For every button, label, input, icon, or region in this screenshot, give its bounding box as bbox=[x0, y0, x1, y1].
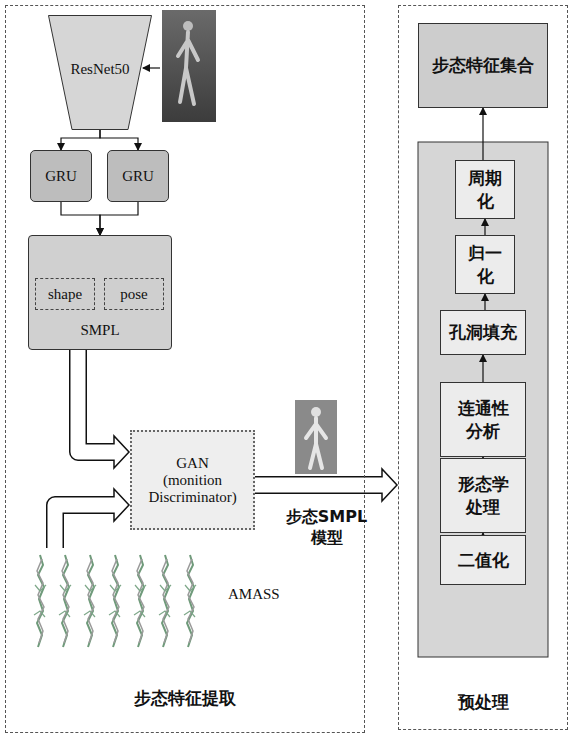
box-label: GRU bbox=[122, 168, 154, 185]
process-box: 连通性分析 bbox=[440, 382, 526, 457]
box-label: 二值化 bbox=[458, 549, 509, 571]
flow-arrow bbox=[484, 219, 485, 235]
dashed-panel: 步态特征提取 ResNet50GRU GRU SMPL shape poseGAN (mo… bbox=[5, 5, 365, 733]
flow-arrow bbox=[484, 294, 485, 310]
process-box: 二值化 bbox=[440, 535, 526, 585]
flow-arrow bbox=[61, 130, 100, 150]
box-label: GRU bbox=[45, 168, 77, 185]
flow-arrow bbox=[61, 202, 100, 235]
input-photo bbox=[162, 10, 216, 122]
block-arrow bbox=[255, 469, 397, 501]
box-label: 归一化 bbox=[460, 242, 510, 286]
process-group-box bbox=[418, 142, 548, 657]
process-box: 形态学处理 bbox=[440, 458, 526, 533]
gru-box: GRU bbox=[30, 150, 92, 202]
process-box: 孔洞填充 bbox=[440, 310, 526, 355]
model-label: SMPL bbox=[29, 322, 171, 339]
box-label: 形态学处理 bbox=[453, 473, 513, 517]
box-label: 周期化 bbox=[460, 167, 510, 211]
amass-block-arrow bbox=[55, 489, 129, 549]
discriminator-box: GAN (monition Discriminator) bbox=[130, 430, 255, 530]
network-label: ResNet50 bbox=[48, 61, 152, 78]
network-trapezoid: ResNet50 bbox=[48, 15, 152, 130]
flow-arrow bbox=[482, 108, 483, 160]
dashed-panel: 预处理 步态特征集合周期化归一化孔洞填充连通性分析形态学处理二值化 bbox=[398, 5, 568, 730]
flow-arrow bbox=[100, 202, 138, 235]
box-label: 连通性分析 bbox=[453, 397, 513, 441]
gru-box: GRU bbox=[107, 150, 169, 202]
param-box: shape bbox=[35, 278, 95, 310]
param-box: pose bbox=[104, 278, 164, 310]
box-label: 孔洞填充 bbox=[449, 321, 517, 343]
block-arrow bbox=[78, 350, 129, 468]
amass-figures bbox=[34, 555, 196, 647]
smpl-photo bbox=[295, 400, 337, 474]
box-label: shape bbox=[48, 286, 82, 303]
flow-arrow bbox=[482, 355, 483, 382]
process-box: 周期化 bbox=[455, 160, 515, 219]
output-box: 步态特征集合 bbox=[418, 23, 548, 108]
box-label: 步态特征集合 bbox=[432, 54, 534, 76]
process-box: 归一化 bbox=[455, 235, 515, 294]
panel-heading: 步态特征提取 bbox=[6, 687, 364, 710]
model-box: SMPL shape pose bbox=[28, 235, 172, 350]
box-label: pose bbox=[120, 286, 148, 303]
dataset-label: AMASS bbox=[228, 586, 280, 603]
box-label: GAN (monition Discriminator) bbox=[149, 455, 237, 506]
input-arrow bbox=[143, 67, 160, 68]
panel-heading: 预处理 bbox=[399, 691, 567, 714]
edge-label: 步态SMPL 模型 bbox=[284, 507, 370, 549]
flow-arrow bbox=[100, 130, 138, 150]
